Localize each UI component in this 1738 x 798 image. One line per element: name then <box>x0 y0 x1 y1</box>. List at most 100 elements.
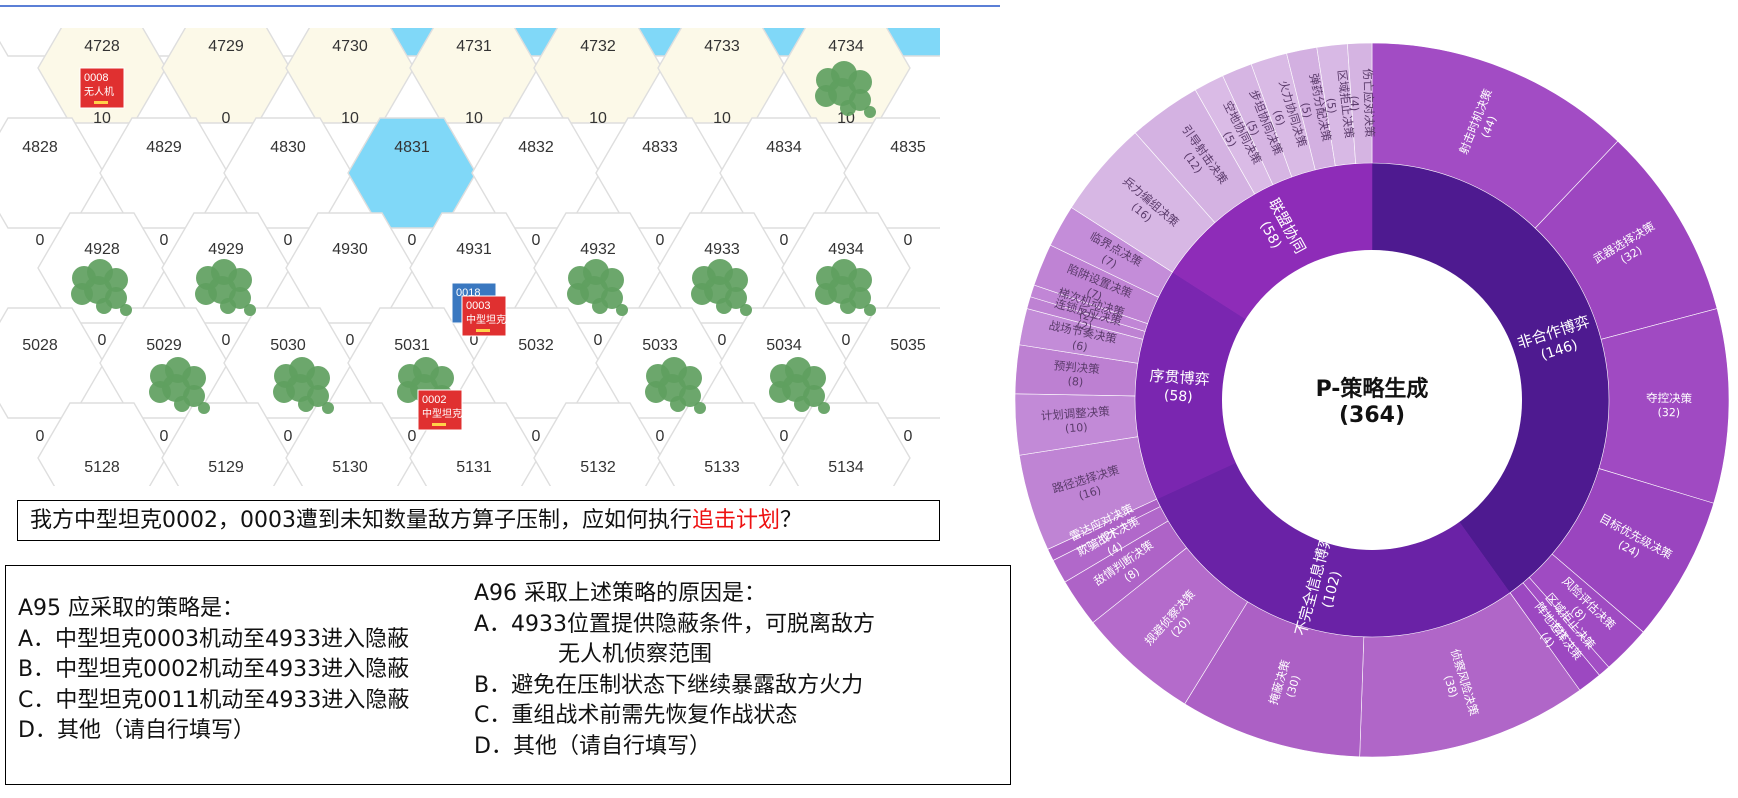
hex-value: 0 <box>222 332 231 349</box>
hex-label: 5033 <box>642 337 678 354</box>
hex-label: 5133 <box>704 459 740 476</box>
hex-label: 4732 <box>580 38 616 55</box>
sunburst-chart: 非合作博弈(146)不完全信息博弈(102)序贯博弈(58)联盟协同(58)射击… <box>1015 42 1730 758</box>
hex-value: 0 <box>284 232 293 249</box>
hex-cell-4833[interactable] <box>595 117 725 229</box>
hex-label: 4828 <box>22 139 58 156</box>
top-divider-line <box>0 5 1000 7</box>
hex-label: 4728 <box>84 38 120 55</box>
hex-cell-4830[interactable] <box>223 117 353 229</box>
hex-map[interactable]: 4728104729047301047311047321047331047341… <box>0 28 940 486</box>
question-text: 我方中型坦克0002，0003遭到未知数量敌方算子压制，应如何执行 <box>30 508 692 533</box>
q95-option-b[interactable]: B．中型坦克0002机动至4933进入隐蔽 <box>18 657 410 682</box>
center-value: (364) <box>1339 403 1405 428</box>
hex-value: 0 <box>408 232 417 249</box>
hex-label: 4733 <box>704 38 740 55</box>
hex-label: 5029 <box>146 337 182 354</box>
hex-value: 0 <box>780 232 789 249</box>
hex-label: 5134 <box>828 459 864 476</box>
hex-label: 4734 <box>828 38 864 55</box>
hex-value: 10 <box>713 110 731 127</box>
q96-option-b[interactable]: B．避免在压制状态下继续暴露敌方火力 <box>474 672 864 698</box>
hex-value: 10 <box>465 110 483 127</box>
hex-cell-4930[interactable] <box>285 212 415 324</box>
hex-label: 5128 <box>84 459 120 476</box>
unit-id: 0002 <box>422 394 446 406</box>
hex-label: 5032 <box>518 337 554 354</box>
hex-label: 4930 <box>332 241 368 258</box>
hex-label: 5034 <box>766 337 802 354</box>
unit-id: 0008 <box>84 72 108 84</box>
inner-label-name: 序贯博弈 <box>1149 367 1210 389</box>
forest-5033 <box>645 357 706 414</box>
hex-cell-4832[interactable] <box>471 117 601 229</box>
q96-option-a-line2: 无人机侦察范围 <box>558 642 713 667</box>
q95-block: A95 应采取的策略是： A．中型坦克0003机动至4933进入隐蔽 B．中型坦… <box>18 594 409 747</box>
hex-value: 0 <box>36 232 45 249</box>
q95-option-c[interactable]: C．中型坦克0011机动至4933进入隐蔽 <box>18 687 410 713</box>
hex-label: 5031 <box>394 337 430 354</box>
hex-cell-5035[interactable] <box>843 307 940 419</box>
hex-label: 5130 <box>332 459 368 476</box>
hex-cell-5028[interactable] <box>0 307 105 419</box>
hex-value: 0 <box>532 428 541 445</box>
hex-label: 4832 <box>518 139 554 156</box>
hex-value: 0 <box>904 232 913 249</box>
hex-value: 10 <box>589 110 607 127</box>
hex-cell-4831[interactable] <box>347 117 477 229</box>
q96-block: A96 采取上述策略的原因是： A．4933位置提供隐蔽条件，可脱离敌方无人机侦… <box>474 579 875 762</box>
center-title: P-策略生成 <box>1316 376 1429 402</box>
hex-cell-4828[interactable] <box>0 117 105 229</box>
outer-label: 夺控决策(32) <box>1646 391 1693 420</box>
q96-option-a[interactable]: A．4933位置提供隐蔽条件，可脱离敌方无人机侦察范围 <box>474 610 875 671</box>
hex-value: 0 <box>780 428 789 445</box>
outer-label: 伤亡应对决策(4) <box>1347 68 1376 138</box>
inner-label: 序贯博弈(58) <box>1149 367 1210 406</box>
q96-option-c[interactable]: C．重组战术前需先恢复作战状态 <box>474 703 798 728</box>
q96-option-a-line1: A．4933位置提供隐蔽条件，可脱离敌方 <box>474 611 876 637</box>
question-end: ？ <box>780 508 803 533</box>
outer-label-value: (5) <box>1244 118 1262 137</box>
outer-label-name: 夺控决策 <box>1646 391 1693 406</box>
hex-value: 0 <box>842 332 851 349</box>
hex-value: 10 <box>93 110 111 127</box>
hex-value: 0 <box>222 110 231 127</box>
hex-label: 4731 <box>456 38 492 55</box>
q95-option-d[interactable]: D．其他（请自行填写） <box>18 718 255 743</box>
q95-option-a[interactable]: A．中型坦克0003机动至4933进入隐蔽 <box>18 626 410 652</box>
outer-label-value: (2) <box>1075 318 1094 335</box>
hex-value: 0 <box>594 332 603 349</box>
unit-type: 中型坦克 <box>422 407 462 420</box>
hex-cell-4835[interactable] <box>843 117 940 229</box>
outer-label: 预判决策(8) <box>1053 358 1101 389</box>
hex-label: 4835 <box>890 139 926 156</box>
hex-cell-4829[interactable] <box>99 117 229 229</box>
outer-label-value: (6) <box>1071 338 1089 354</box>
outer-label-value: (5) <box>1220 129 1239 149</box>
forest-5034 <box>769 357 830 414</box>
q96-option-d[interactable]: D．其他（请自行填写） <box>474 733 711 759</box>
forest-4934 <box>815 259 876 316</box>
outer-label-name: 预判决策 <box>1053 358 1101 376</box>
q96-heading: A96 采取上述策略的原因是： <box>474 581 767 606</box>
outer-label-value: (2) <box>1098 526 1118 544</box>
hex-value: 10 <box>341 110 359 127</box>
question-box: 我方中型坦克0002，0003遭到未知数量敌方算子压制，应如何执行追击计划？ <box>17 500 940 541</box>
hex-cell-4834[interactable] <box>719 117 849 229</box>
outer-label-value: (5) <box>1324 97 1339 114</box>
hex-label: 4730 <box>332 38 368 55</box>
hex-label: 4928 <box>84 241 120 258</box>
hex-label: 4933 <box>704 241 740 258</box>
hex-value: 0 <box>160 428 169 445</box>
outer-label-value: (6) <box>1270 109 1287 128</box>
forest-4929 <box>195 259 256 316</box>
outer-label-value: (32) <box>1657 406 1680 419</box>
hex-value: 0 <box>284 428 293 445</box>
hex-value: 0 <box>36 428 45 445</box>
hex-value: 0 <box>98 332 107 349</box>
outer-label-value: (4) <box>1347 95 1361 111</box>
inner-label-value: (58) <box>1163 388 1193 406</box>
